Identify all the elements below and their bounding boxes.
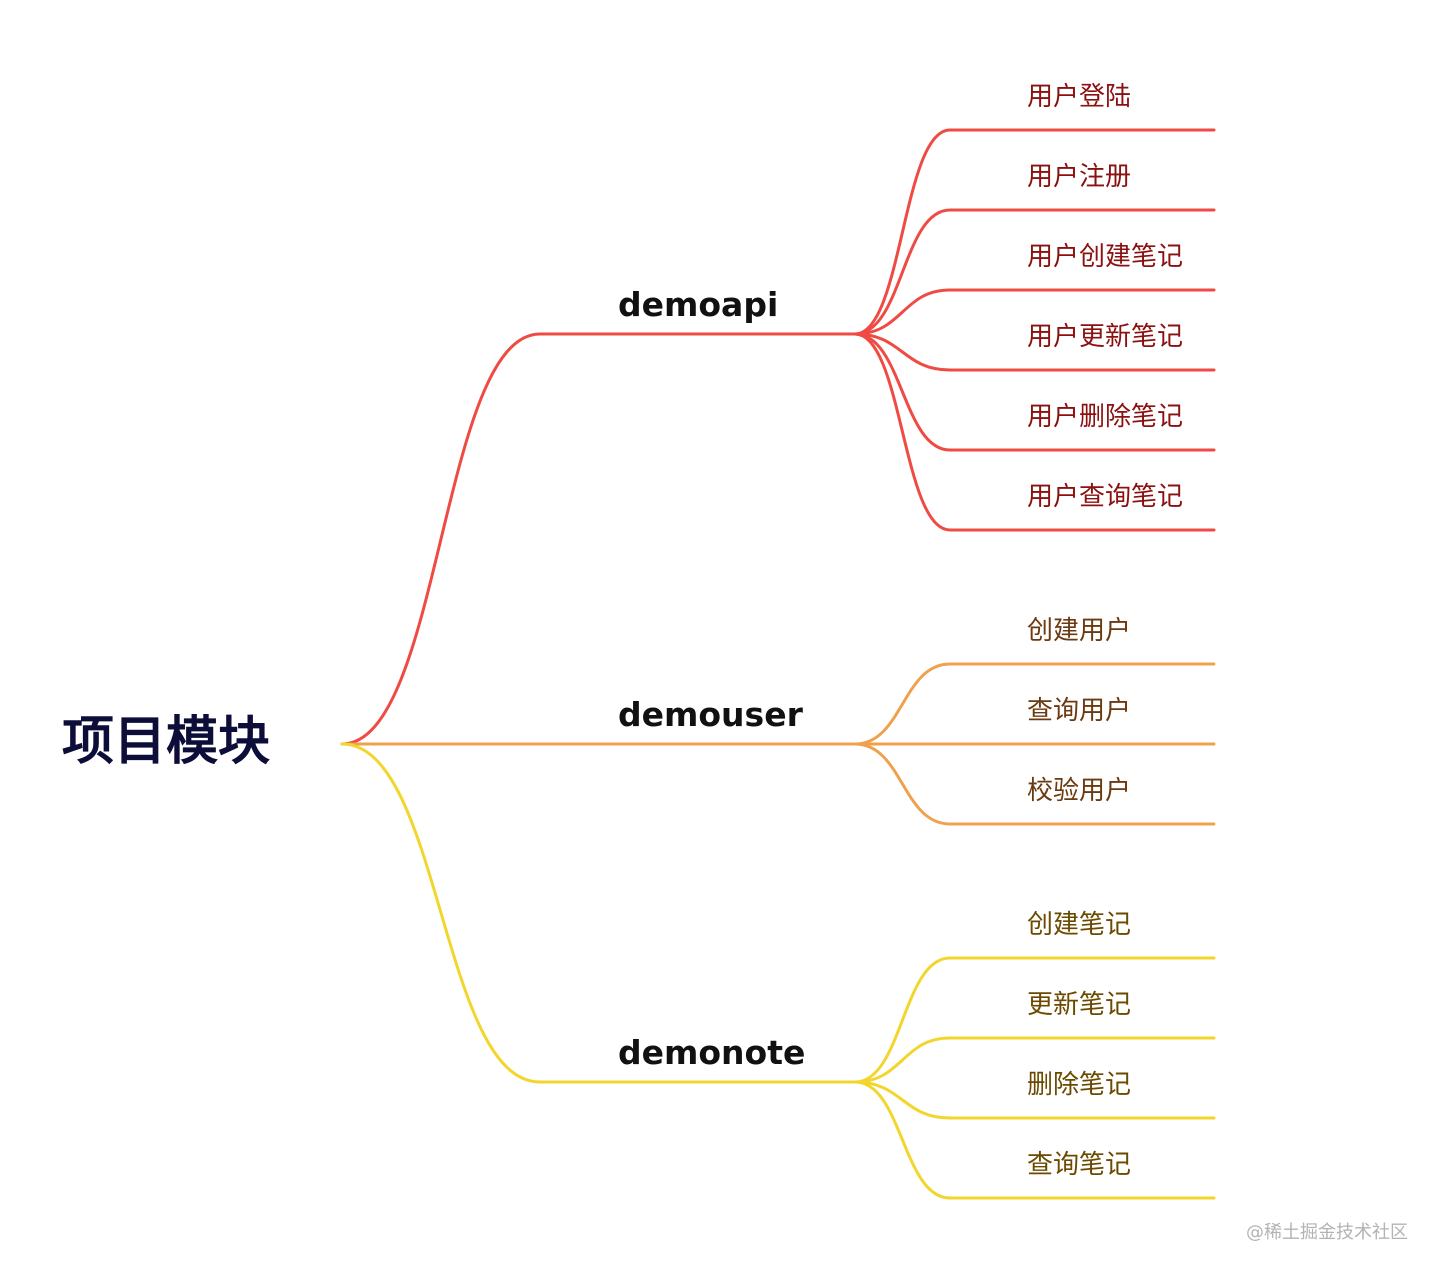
- branch-label-demonote[interactable]: demonote: [618, 1033, 806, 1072]
- leaf-label-demonote-1[interactable]: 更新笔记: [1027, 990, 1132, 1020]
- branch-link-demonote: [340, 742, 857, 1084]
- root-node-label[interactable]: 项目模块: [62, 712, 271, 772]
- leaf-link-demoapi-0: [853, 128, 1216, 336]
- leaf-label-demouser-0[interactable]: 创建用户: [1027, 616, 1132, 646]
- leaf-link-demonote-3: [853, 1080, 1216, 1200]
- watermark: @稀土掘金技术社区: [1246, 1222, 1408, 1243]
- branch-label-demoapi[interactable]: demoapi: [618, 285, 779, 324]
- leaf-label-demonote-2[interactable]: 删除笔记: [1027, 1070, 1132, 1100]
- leaf-link-demonote-1: [853, 1036, 1216, 1084]
- leaf-label-demonote-0[interactable]: 创建笔记: [1027, 910, 1132, 940]
- leaf-link-demouser-2: [853, 742, 1216, 826]
- leaf-link-demoapi-3: [853, 332, 1216, 372]
- leaf-link-demoapi-2: [853, 288, 1216, 336]
- leaf-label-demoapi-2[interactable]: 用户创建笔记: [1027, 242, 1184, 272]
- leaf-label-demoapi-4[interactable]: 用户删除笔记: [1027, 402, 1184, 432]
- branch-link-demoapi: [340, 332, 857, 746]
- leaf-label-demouser-2[interactable]: 校验用户: [1027, 776, 1132, 806]
- leaf-label-demoapi-5[interactable]: 用户查询笔记: [1027, 482, 1184, 512]
- leaf-link-demonote-2: [853, 1080, 1216, 1120]
- leaf-label-demoapi-1[interactable]: 用户注册: [1027, 162, 1132, 192]
- leaf-label-demouser-1[interactable]: 查询用户: [1027, 696, 1132, 726]
- leaf-link-demonote-0: [853, 956, 1216, 1084]
- branch-label-demouser[interactable]: demouser: [618, 695, 803, 734]
- leaf-label-demoapi-3[interactable]: 用户更新笔记: [1027, 322, 1184, 352]
- leaf-link-demouser-0: [853, 662, 1216, 746]
- leaf-label-demoapi-0[interactable]: 用户登陆: [1027, 82, 1132, 112]
- leaf-label-demonote-3[interactable]: 查询笔记: [1027, 1150, 1132, 1180]
- leaf-link-demoapi-4: [853, 332, 1216, 452]
- leaf-link-demoapi-1: [853, 208, 1216, 336]
- leaf-link-demoapi-5: [853, 332, 1216, 532]
